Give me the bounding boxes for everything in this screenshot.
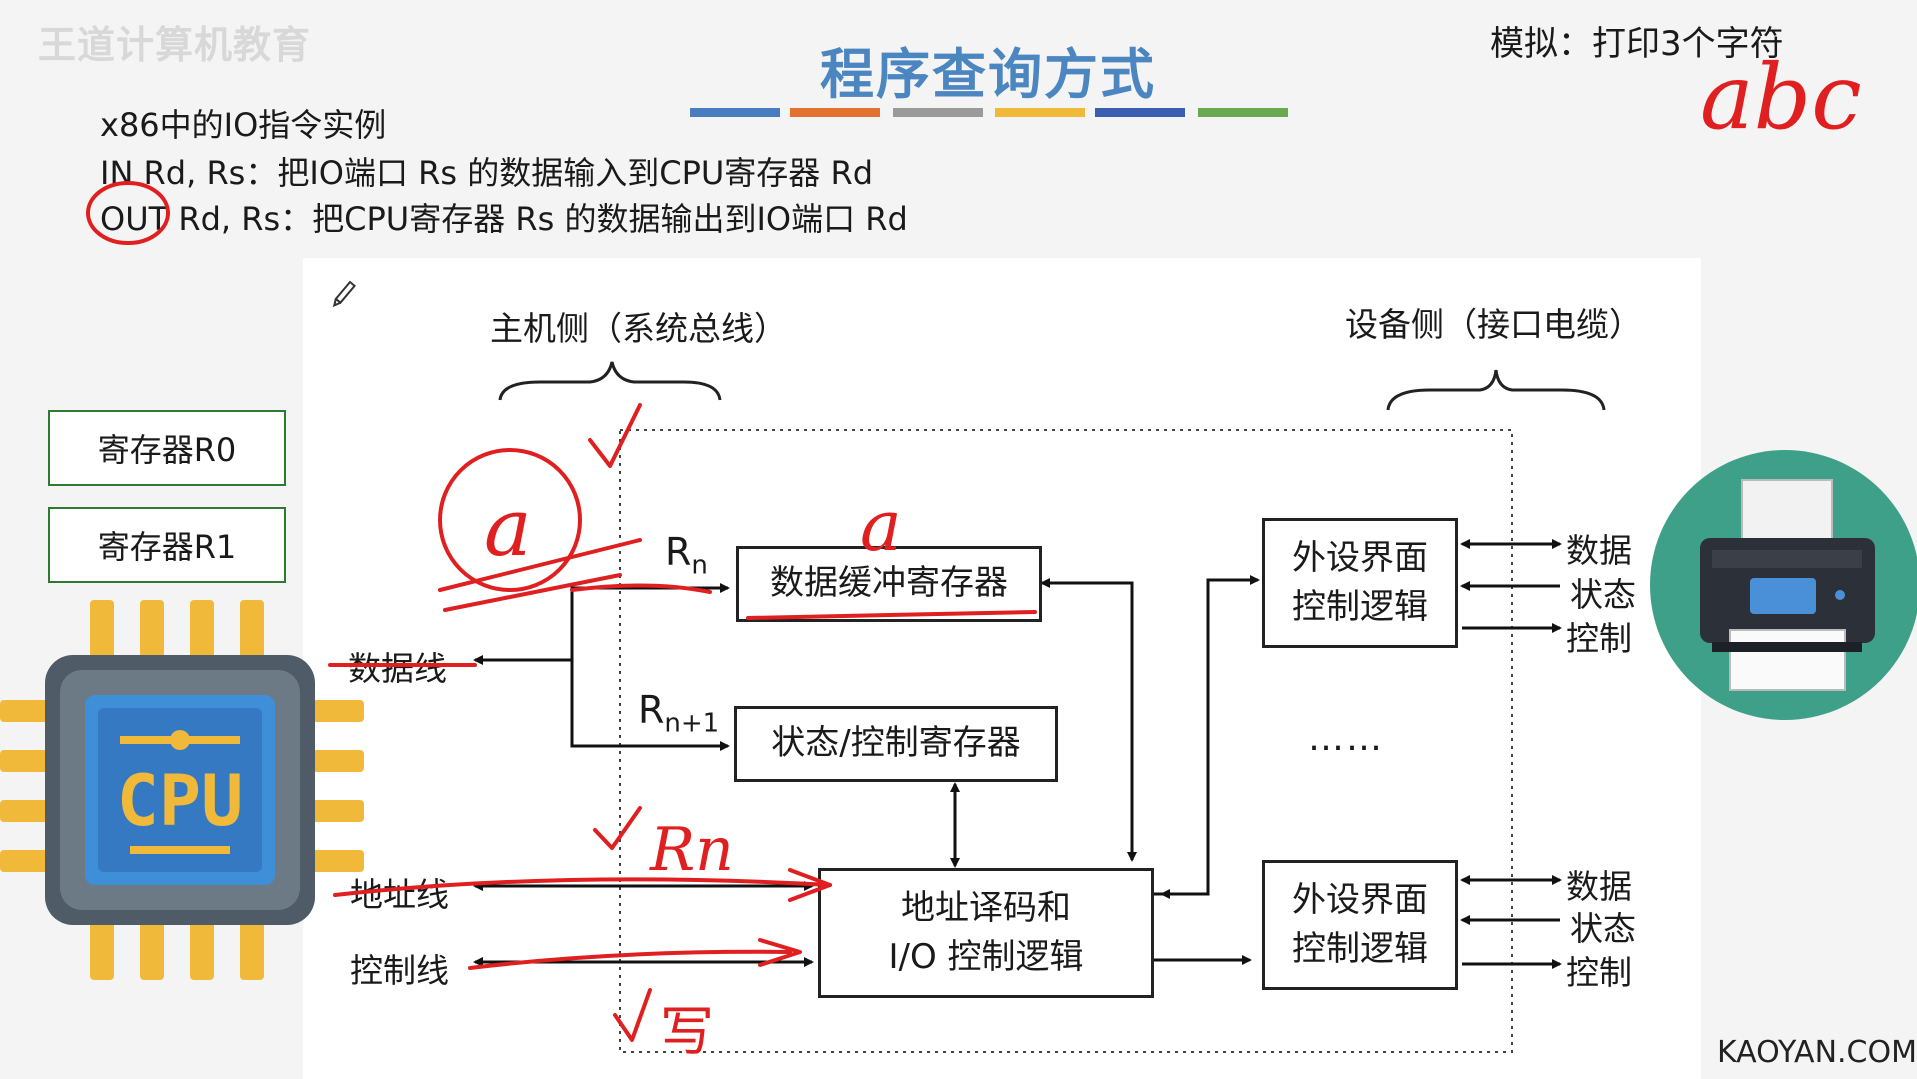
ellipsis-label: …… [1308,718,1384,759]
cpu-chip-icon: CPU [0,600,364,980]
title-bar-4 [995,108,1085,117]
simulate-print-note: 模拟：打印3个字符 [1490,24,1784,64]
brand-footer: KAOYAN.COM [1716,1035,1917,1070]
host-brace [498,361,722,401]
title-bar-6 [1198,108,1288,117]
address-decode-line-1: 地址译码和 [901,887,1071,928]
slide-title: 程序查询方式 [820,43,1156,106]
buffer-underline [746,610,1037,620]
signal-status-1: 状态 [1570,575,1636,614]
device-brace [1386,369,1606,411]
data-buffer-register: 数据缓冲寄存器 [736,546,1042,622]
title-bar-5 [1095,108,1185,117]
address-line-label: 地址线 [350,875,449,914]
address-decode-io-logic: 地址译码和 I/O 控制逻辑 [818,868,1154,998]
code-line-2: IN Rd, Rs：把IO端口 Rs 的数据输入到CPU寄存器 Rd [100,154,874,192]
peripheral-control-logic-2: 外设界面 控制逻辑 [1262,860,1458,990]
peripheral-logic-2-line-2: 控制逻辑 [1292,929,1428,969]
check-mark-host [588,403,642,468]
watermark-text: 王道计算机教育 [38,23,312,67]
data-line-label: 数据线 [348,649,447,688]
title-bar-3 [893,108,983,117]
title-bar-2 [790,108,880,117]
peripheral-logic-2-line-1: 外设界面 [1292,879,1428,920]
code-line-1: x86中的IO指令实例 [100,106,387,144]
peripheral-logic-1-line-1: 外设界面 [1292,537,1428,578]
signal-control-2: 控制 [1566,953,1632,992]
circle-mark-a [438,448,582,592]
rn-label: Rn [665,530,708,581]
title-bar-1 [690,108,780,117]
signal-control-1: 控制 [1566,619,1632,658]
interface-boundary [619,429,1513,1053]
handwritten-abc: abc [1700,45,1862,150]
control-line-label: 控制线 [350,951,449,990]
register-r0-box: 寄存器R0 [48,410,286,486]
printer-icon [1650,450,1917,720]
rn1-label: Rn+1 [638,688,720,739]
circle-mark-out [86,181,170,245]
peripheral-control-logic-1: 外设界面 控制逻辑 [1262,518,1458,648]
cpu-label: CPU [117,760,243,842]
pencil-icon [332,280,357,308]
handwritten-a-buffer: a [860,485,902,567]
address-decode-line-2: I/O 控制逻辑 [888,937,1084,977]
status-control-register: 状态/控制寄存器 [734,706,1058,782]
signal-data-1: 数据 [1566,531,1632,570]
handwritten-write: 写 [660,1000,714,1063]
signal-status-2: 状态 [1570,909,1636,948]
handwritten-a-circle: a [484,481,532,574]
device-side-label: 设备侧（接口电缆） [1345,305,1642,344]
peripheral-logic-1-line-2: 控制逻辑 [1292,587,1428,627]
code-line-3: OUT Rd, Rs：把CPU寄存器 Rs 的数据输出到IO端口 Rd [100,200,908,238]
handwritten-rn: Rn [649,815,734,885]
signal-data-2: 数据 [1566,867,1632,906]
host-side-label: 主机侧（系统总线） [490,309,787,348]
register-r1-box: 寄存器R1 [48,507,286,583]
